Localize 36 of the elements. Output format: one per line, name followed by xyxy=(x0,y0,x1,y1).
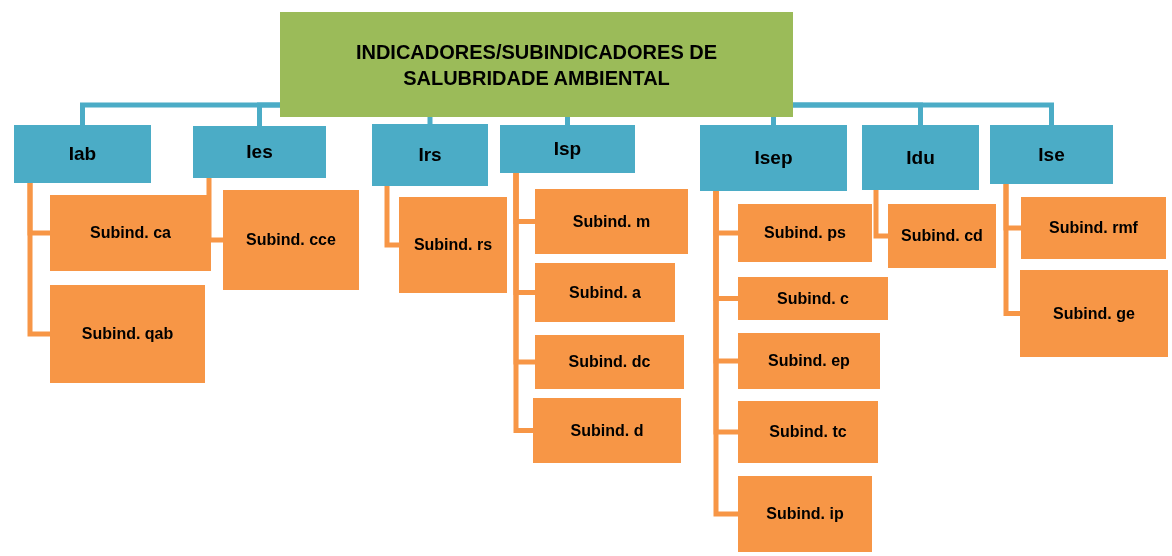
indicator-box: Iab xyxy=(14,125,151,183)
subindicator-box: Subind. cd xyxy=(888,204,996,268)
subindicator-box: Subind. m xyxy=(535,189,688,254)
indicator-box: Ies xyxy=(193,126,326,178)
subindicator-box: Subind. ge xyxy=(1020,270,1168,357)
connector-line xyxy=(771,117,776,125)
connector-line xyxy=(513,173,533,433)
subindicator-box: Subind. d xyxy=(533,398,681,463)
connector-line xyxy=(384,186,399,248)
subindicator-box: Subind. rs xyxy=(399,197,507,293)
indicator-box: Isep xyxy=(700,125,847,191)
connector-line xyxy=(793,102,1054,125)
connector-line xyxy=(427,117,433,124)
connector-line xyxy=(713,191,738,517)
subindicator-box: Subind. ca xyxy=(50,195,211,271)
connector-line xyxy=(27,183,50,337)
subindicator-box: Subind. a xyxy=(535,263,675,322)
connector-line xyxy=(873,190,888,239)
indicator-box: Ise xyxy=(990,125,1113,184)
subindicator-box: Subind. ep xyxy=(738,333,880,389)
connector-line xyxy=(565,117,570,125)
subindicator-box: Subind. ps xyxy=(738,204,872,262)
subindicator-box: Subind. qab xyxy=(50,285,205,383)
indicator-box: Isp xyxy=(500,125,635,173)
subindicator-box: Subind. c xyxy=(738,277,888,320)
subindicator-box: Subind. dc xyxy=(535,335,684,389)
subindicator-box: Subind. cce xyxy=(223,190,359,290)
title-box: INDICADORES/SUBINDICADORES DE SALUBRIDADE AMBIENTAL xyxy=(280,12,793,117)
subindicator-box: Subind. ip xyxy=(738,476,872,552)
indicator-box: Idu xyxy=(862,125,979,190)
connector-line xyxy=(206,178,223,243)
connector-line xyxy=(1003,184,1020,316)
indicator-box: Irs xyxy=(372,124,488,186)
connector-line xyxy=(257,102,280,126)
subindicator-box: Subind. tc xyxy=(738,401,878,463)
subindicator-box: Subind. rmf xyxy=(1021,197,1166,259)
